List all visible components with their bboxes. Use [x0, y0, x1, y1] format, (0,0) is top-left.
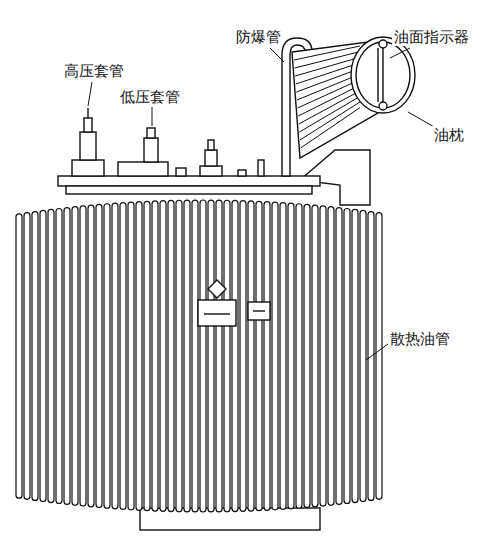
oil-level-indicator-label: 油面指示器: [392, 28, 471, 46]
conservator-line: [294, 46, 360, 60]
explosion-pipe-label: 防爆管: [234, 28, 283, 46]
radiator-fin: [336, 208, 342, 505]
oil-level-indicator: [378, 40, 387, 110]
radiator-fin: [40, 210, 46, 501]
radiator-fin: [272, 202, 278, 510]
conservator-line: [301, 108, 360, 148]
radiator-fin: [288, 203, 294, 509]
radiator-fin: [232, 200, 238, 511]
hv-bushing: [72, 108, 104, 176]
radiator-fin: [64, 208, 70, 505]
radiator-fin: [240, 201, 246, 512]
lv-bushing: [118, 128, 168, 176]
radiator-fin: [320, 206, 326, 506]
radiator-fin: [184, 200, 190, 512]
radiator-fin: [312, 205, 318, 507]
radiator-fin: [328, 207, 334, 506]
radiator-fin: [48, 209, 54, 502]
radiator-fin: [160, 201, 166, 512]
conservator-label: 油枕: [432, 126, 466, 144]
radiator-fin: [96, 204, 102, 507]
radiator-fin: [168, 200, 174, 511]
conservator-line: [298, 80, 360, 108]
lv-bushing-label: 低压套管: [118, 88, 182, 106]
radiator-fin: [304, 204, 310, 507]
radiator-fin: [360, 210, 366, 501]
cover-flange: [66, 186, 312, 194]
radiator-fin: [280, 203, 286, 510]
radiator-fin: [200, 200, 206, 512]
radiator-fin: [256, 201, 262, 510]
radiator-fin: [128, 202, 134, 510]
hv-bushing-label: 高压套管: [62, 62, 126, 80]
radiator-fin: [176, 200, 182, 512]
nameplate: [198, 280, 270, 326]
radiator-fin: [72, 207, 78, 506]
radiator-fin: [296, 204, 302, 508]
radiator-label: 散热油管: [388, 330, 452, 348]
radiator-fin: [208, 200, 214, 512]
radiator-fin: [264, 202, 270, 511]
radiator-fin: [152, 201, 158, 511]
radiator-fin: [16, 214, 22, 498]
conservator-line: [298, 85, 360, 116]
radiator-fin: [376, 213, 382, 500]
radiator-fin: [88, 205, 94, 507]
conservator: [292, 37, 415, 158]
radiator-fin: [56, 208, 62, 503]
radiator-fin: [120, 203, 126, 510]
leader-lines: [88, 48, 436, 360]
conservator-line: [300, 102, 360, 140]
radiator-fin: [80, 206, 86, 506]
radiator-fin: [248, 201, 254, 511]
radiator-fin: [112, 203, 118, 509]
radiator-fin: [344, 208, 350, 503]
radiator-fin: [224, 200, 230, 512]
radiator-fin: [352, 209, 358, 502]
radiator-fin: [216, 200, 222, 512]
tank-base: [140, 508, 320, 530]
radiator-fin: [136, 202, 142, 511]
tap-changer: [176, 140, 264, 176]
radiator-fins: [16, 200, 382, 512]
tank-cover: [58, 176, 320, 186]
radiator-fin: [32, 212, 38, 501]
radiator-fin: [192, 200, 198, 512]
radiator-fin: [104, 204, 110, 508]
radiator-fin: [24, 213, 30, 500]
radiator-fin: [144, 201, 150, 510]
